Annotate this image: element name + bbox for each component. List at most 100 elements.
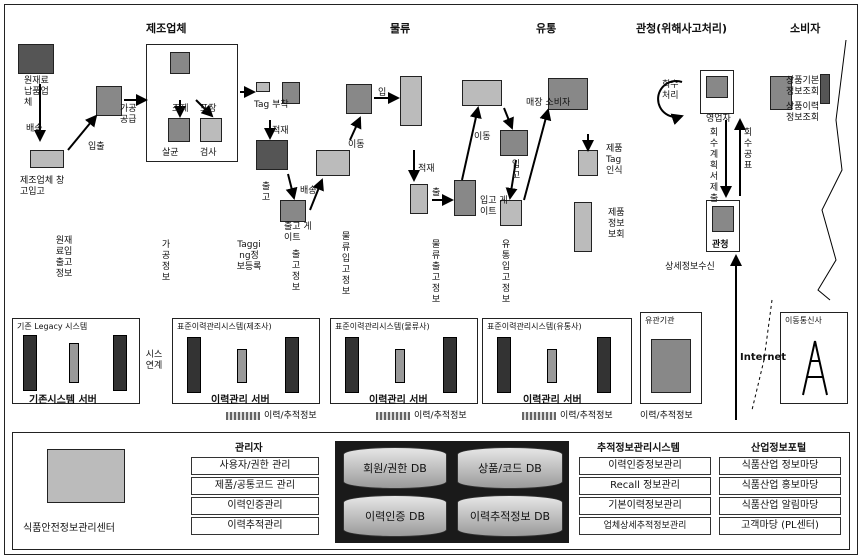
flow-3: 이력/추적정보 xyxy=(522,408,613,421)
history-system-logistics: 표준이력관리시스템(물류사) 이력관리 서버 xyxy=(330,318,478,406)
logistics-worker-image xyxy=(346,84,372,114)
label-product-info: 제품 정보 보회 xyxy=(608,208,625,240)
admin-title: 관리자 xyxy=(235,443,263,454)
history-system-manufacturer: 표준이력관리시스템(제조사) 이력관리 서버 xyxy=(172,318,320,406)
label-recall-plan: 회수 계획서 제출 xyxy=(709,128,719,204)
label-tagging-info: Tagging정보등록 xyxy=(236,240,262,272)
label-system-link: 시스 연계 xyxy=(145,350,163,371)
diagram-frame xyxy=(4,4,858,555)
label-business: 영업자 xyxy=(706,114,731,124)
portal-item-info: 식품산업 정보마당 xyxy=(719,457,841,475)
forklift-image xyxy=(454,180,476,216)
legacy-system-title: 기존 Legacy 시스템 xyxy=(17,322,88,331)
label-inspect: 검사 xyxy=(200,148,217,158)
label-recall-notice: 회수 공표 xyxy=(743,128,753,171)
portal-item-promo: 식품산업 홍보마당 xyxy=(719,477,841,495)
label-processing-info: 가공정보 xyxy=(161,240,171,283)
portal-title: 산업정보포털 xyxy=(751,443,807,454)
label-in-gate: 입고 게이트 xyxy=(480,196,508,217)
flow-1: 이력/추적정보 xyxy=(226,408,317,421)
label-product-history: 상품이력 정보조회 xyxy=(786,102,820,123)
label-delivery2: 배송 xyxy=(300,186,317,196)
tag-image xyxy=(256,82,270,92)
label-prep: 조제 xyxy=(172,104,189,114)
mobile-phone-icon xyxy=(820,74,830,104)
agency-building-icon xyxy=(651,339,691,393)
admin-item-trace: 이력추적관리 xyxy=(191,517,319,535)
bottom-panel: 식품안전정보관리센터 관리자 사용자/권한 관리 제품/공통코드 관리 이력인증… xyxy=(12,432,850,550)
label-recovery: 회수 처리 xyxy=(662,80,679,101)
production-box xyxy=(146,44,238,162)
label-raw-supplier: 원재료 납품업체 xyxy=(24,76,49,108)
label-raw-in-info: 원재료입출고정보 xyxy=(55,236,73,279)
trace-item-basic: 기본이력정보관리 xyxy=(579,497,711,515)
label-store-consumer: 매장 소비자 xyxy=(526,98,571,108)
truck-image xyxy=(30,150,64,168)
label-move1: 이동 xyxy=(348,140,365,150)
label-delivery: 배송 xyxy=(26,124,43,134)
retail-gate-image xyxy=(500,200,522,226)
db-product: 상품/코드 DB xyxy=(457,447,563,489)
admin-item-user-role: 사용자/권한 관리 xyxy=(191,457,319,475)
stage-government: 관청(위해사고처리) xyxy=(636,22,728,35)
label-product-tag: 제품 Tag 인식 xyxy=(606,144,623,176)
antenna-tower-icon xyxy=(802,340,828,396)
portal-item-notice: 식품산업 알림마당 xyxy=(719,497,841,515)
mobile-carrier: 이동통신사 xyxy=(780,312,848,404)
db-cert: 이력인증 DB xyxy=(343,495,447,537)
label-in1: 입 xyxy=(378,88,387,98)
label-processing-supply: 가공 공급 xyxy=(120,104,137,125)
flow-2: 이력/추적정보 xyxy=(376,408,467,421)
pallet-image xyxy=(256,140,288,170)
label-shipping: 출고 xyxy=(261,182,271,203)
delivery-truck-image xyxy=(316,150,350,176)
label-detail-receive: 상세정보수신 xyxy=(665,262,715,272)
history-system-retail: 표준이력관리시스템(유통사) 이력관리 서버 xyxy=(482,318,632,406)
label-receiving: 입출 xyxy=(88,142,105,152)
stage-retail: 유통 xyxy=(536,22,557,35)
trace-item-cert: 이력인증정보관리 xyxy=(579,457,711,475)
label-in2: 입 고 xyxy=(511,160,521,181)
trace-item-recall: Recall 정보관리 xyxy=(579,477,711,495)
label-out1: 출 xyxy=(432,188,441,198)
label-logistics-info: 물류입고정보 xyxy=(341,232,351,297)
flow-4: 이력/추적정보 xyxy=(640,411,693,421)
label-ship-gate: 출고 게이트 xyxy=(284,222,312,243)
kiosk-image xyxy=(574,202,592,252)
factory-image xyxy=(18,44,54,74)
legacy-server-label: 기존시스템 서버 xyxy=(29,395,97,406)
label-warehouse-in: 제조업체 창고입고 xyxy=(20,176,65,197)
ship-gate-image xyxy=(280,200,306,222)
label-product-base: 상품기본 정보조회 xyxy=(786,76,820,97)
label-loading1: 적재 xyxy=(272,126,289,136)
portal-item-customer: 고객마당 (PL센터) xyxy=(719,517,841,535)
retail-truck-image xyxy=(462,80,502,106)
logistics-pallet-image xyxy=(410,184,428,214)
db-member: 회원/권한 DB xyxy=(343,447,447,489)
legacy-system: 기존 Legacy 시스템 기존시스템 서버 xyxy=(12,318,140,406)
reader-image xyxy=(282,82,300,104)
admin-item-cert: 이력인증관리 xyxy=(191,497,319,515)
consumer-pc-image xyxy=(770,76,792,110)
db-trace: 이력추적정보 DB xyxy=(457,495,563,537)
machine-image xyxy=(170,52,190,74)
label-retail-info: 유통입고정보 xyxy=(501,240,511,305)
label-logistics-out: 물류출고정보 xyxy=(431,240,441,305)
db-panel: 회원/권한 DB 상품/코드 DB 이력인증 DB 이력추적정보 DB xyxy=(335,441,569,543)
worker-image xyxy=(96,86,122,116)
trace-item-detail: 업체상세추적정보관리 xyxy=(579,517,711,535)
related-agency: 유관기관 xyxy=(640,312,702,404)
label-move2: 이동 xyxy=(474,132,491,142)
gov-building-icon xyxy=(712,206,734,232)
label-packing: 포장 xyxy=(200,104,217,114)
stage-consumer: 소비자 xyxy=(790,22,821,35)
center-label: 식품안전정보관리센터 xyxy=(23,523,115,534)
business-image xyxy=(706,76,728,98)
label-sterilize: 살균 xyxy=(162,148,179,158)
stage-distribution: 물류 xyxy=(390,22,411,35)
label-internet: Internet xyxy=(740,352,787,363)
label-loading2: 적재 xyxy=(418,164,435,174)
trace-title: 추적정보관리시스템 xyxy=(597,443,680,454)
admin-item-code: 제품/공통코드 관리 xyxy=(191,477,319,495)
retail-forklift-image xyxy=(500,130,528,156)
